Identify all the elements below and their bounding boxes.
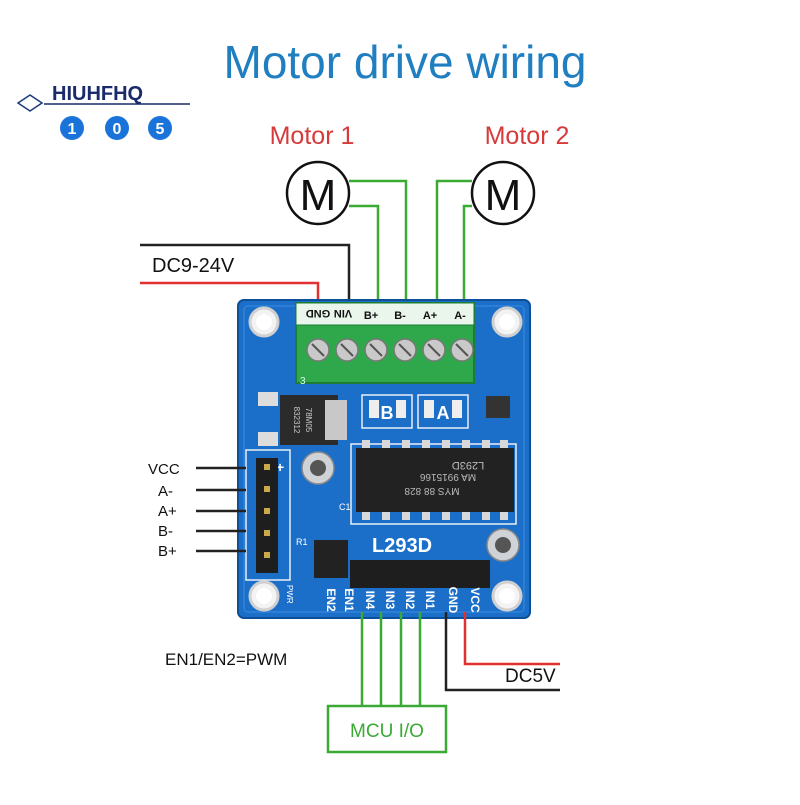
chip-marking-2: MA 9915166	[419, 471, 476, 482]
regulator-marking-2: 832312	[292, 407, 301, 434]
header-label-gnd: GND	[446, 587, 460, 614]
motor-1-m: M	[300, 171, 337, 220]
motor-2-symbol: M	[470, 160, 536, 226]
side-label-bplus: B+	[158, 543, 177, 560]
motor-1-label: Motor 1	[270, 122, 355, 150]
header-label-vcc: VCC	[468, 587, 482, 613]
side-label-bminus: B-	[158, 523, 173, 540]
logic-power-wires	[444, 612, 560, 692]
board-mark-3: 3	[300, 376, 306, 387]
chip-marking-1: L293D	[452, 459, 484, 471]
header-label-in3: IN3	[383, 591, 397, 610]
mcu-wires	[360, 612, 422, 706]
board-mark-plus: +	[276, 459, 284, 475]
board-mark-r1: R1	[296, 537, 308, 547]
terminal-label-aminus: A-	[454, 310, 466, 322]
board-mark-c1: C1	[339, 502, 351, 512]
side-header-wires	[196, 466, 246, 553]
side-label-aplus: A+	[158, 503, 177, 520]
terminal-label-bminus: B-	[394, 310, 406, 322]
led-mark-a: A	[437, 403, 450, 423]
chip-marking-3: MYS 88 828	[404, 485, 459, 496]
header-label-in2: IN2	[403, 591, 417, 610]
mcu-box	[326, 704, 448, 754]
motor-2-label: Motor 2	[485, 122, 570, 150]
board-mark-pwr: PWR	[285, 585, 294, 604]
brand-digit-3: 5	[156, 121, 165, 138]
header-label-en1: EN1	[342, 588, 356, 612]
l293d-chip: L293D MA 9915166 MYS 88 828 L293D	[350, 440, 517, 557]
terminal-label-bplus: B+	[364, 310, 378, 322]
chip-label: L293D	[372, 535, 432, 557]
motor-wires	[349, 179, 472, 310]
diamond-icon	[16, 94, 44, 112]
terminal-label-aplus: A+	[423, 310, 437, 322]
motor-2-m: M	[485, 171, 522, 220]
header-label-in4: IN4	[363, 591, 377, 610]
diagram-title: Motor drive wiring	[224, 36, 587, 88]
brand-name: HIUHFHQ	[52, 83, 143, 105]
terminal-label-gnd: GND	[306, 307, 331, 319]
side-label-vcc: VCC	[148, 461, 180, 478]
driver-board: GND VIN B+ B- A+ A- 3 B A 78M05 832312	[237, 299, 531, 619]
header-label-in1: IN1	[423, 591, 437, 610]
terminal-label-vin: VIN	[334, 307, 352, 319]
mcu-label: MCU I/O	[350, 721, 424, 742]
brand-logo: HIUHFHQ 1 0 5	[16, 83, 190, 140]
led-mark-b: B	[381, 403, 394, 423]
terminal-screws	[306, 338, 474, 362]
side-label-aminus: A-	[158, 483, 173, 500]
pwm-note: EN1/EN2=PWM	[165, 650, 287, 669]
brand-digit-1: 1	[68, 121, 77, 138]
logic-power-label: DC5V	[505, 666, 556, 687]
regulator-marking-1: 78M05	[304, 408, 313, 433]
brand-digit-2: 0	[113, 121, 122, 138]
header-label-en2: EN2	[324, 588, 338, 612]
motor-1-symbol: M	[285, 160, 351, 226]
power-in-label: DC9-24V	[152, 255, 235, 277]
